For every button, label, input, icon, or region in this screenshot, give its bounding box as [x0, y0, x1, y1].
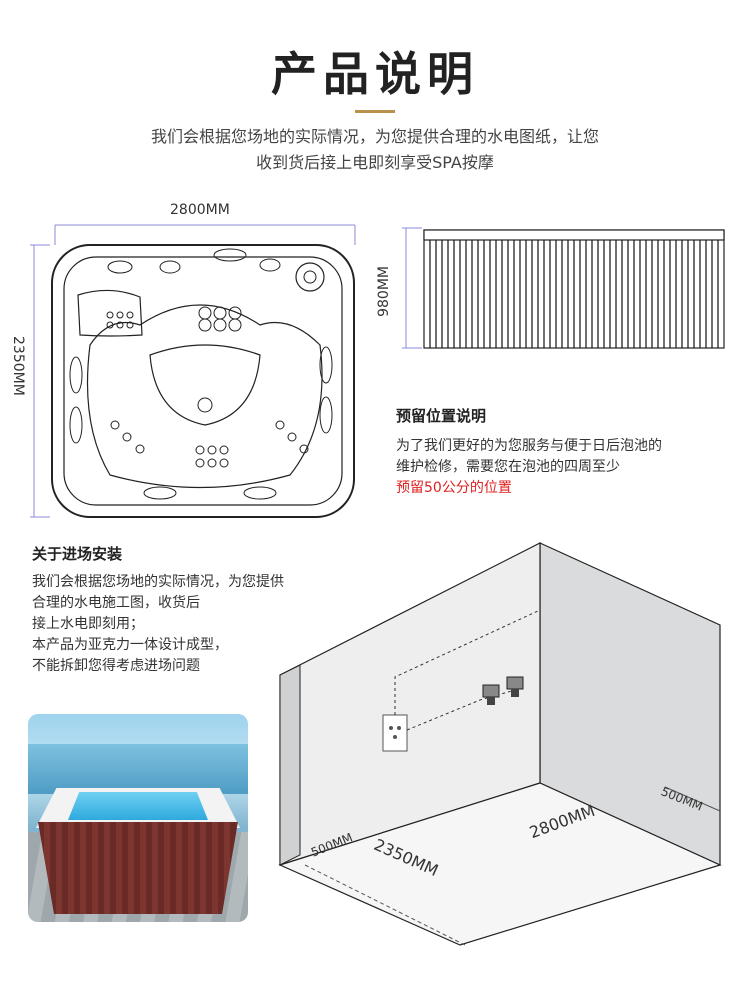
install-line: 本产品为亚克力一体设计成型， — [32, 637, 228, 653]
photo-tub-cabinet — [38, 822, 238, 914]
spa-top-view-diagram — [30, 224, 356, 518]
reserve-line-3: 预留50公分的位置 — [396, 480, 512, 496]
install-line: 合理的水电施工图，收货后 — [32, 595, 200, 611]
install-text: 我们会根据您场地的实际情况，为您提供 合理的水电施工图，收货后 接上水电即刻用；… — [32, 572, 362, 677]
reserve-line-1: 为了我们更好的为您服务与便于日后泡池的 — [396, 438, 662, 454]
photo-tub-water — [68, 792, 208, 820]
photo-sea — [28, 744, 248, 794]
height-dimension-label: 980MM — [376, 266, 392, 317]
spa-side-view-diagram — [402, 227, 725, 349]
reserve-text: 为了我们更好的为您服务与便于日后泡池的 维护检修，需要您在泡池的四周至少 预留5… — [396, 436, 746, 499]
product-photo — [28, 714, 248, 922]
depth-dimension-label: 2350MM — [10, 336, 26, 396]
install-line: 接上水电即刻用； — [32, 616, 144, 632]
room-installation-diagram — [278, 542, 722, 946]
width-dimension-label: 2800MM — [170, 202, 230, 218]
install-line: 我们会根据您场地的实际情况，为您提供 — [32, 574, 284, 590]
intro-text: 我们会根据您场地的实际情况，为您提供合理的水电图纸，让您 收到货后接上电即刻享受… — [0, 124, 750, 176]
install-heading: 关于进场安装 — [32, 545, 123, 563]
intro-line-1: 我们会根据您场地的实际情况，为您提供合理的水电图纸，让您 — [150, 127, 599, 146]
reserve-line-2: 维护检修，需要您在泡池的四周至少 — [396, 459, 620, 475]
page-title: 产品说明 — [271, 47, 479, 101]
title-underline — [355, 110, 395, 113]
reserve-heading: 预留位置说明 — [396, 407, 487, 425]
intro-line-2: 收到货后接上电即刻享受SPA按摩 — [256, 153, 494, 172]
install-line: 不能拆卸您得考虑进场问题 — [32, 658, 200, 674]
